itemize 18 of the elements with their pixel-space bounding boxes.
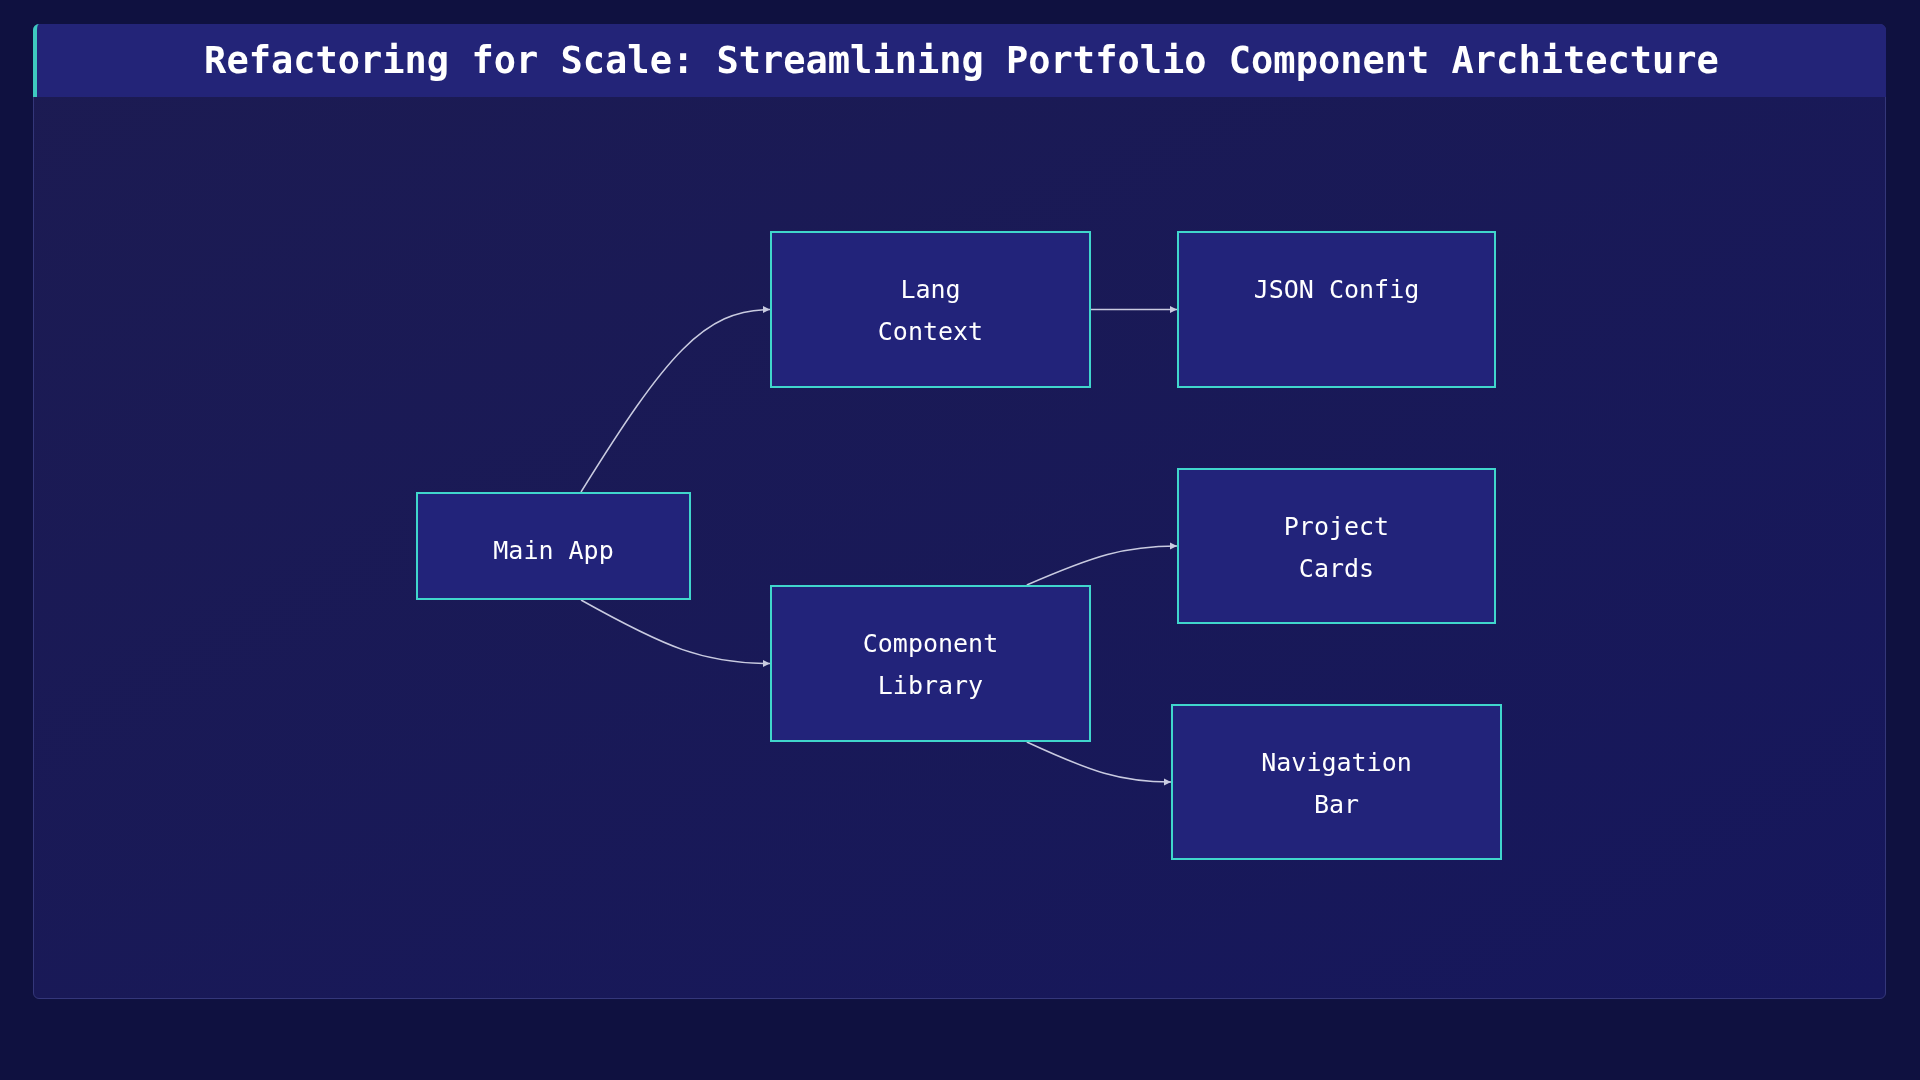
title: Refactoring for Scale: Streamlining Portfolio Component Architecture xyxy=(204,37,1719,84)
component-box xyxy=(1177,231,1496,388)
arrow xyxy=(580,599,771,667)
component-box xyxy=(1177,468,1496,624)
arrow xyxy=(1026,741,1172,786)
box-label: Project Cards xyxy=(1282,511,1391,585)
component-box xyxy=(416,492,691,600)
arrow xyxy=(580,306,771,493)
box-label: Navigation Bar xyxy=(1260,747,1413,821)
box-label: Main App xyxy=(492,535,615,567)
box-label: Lang Context xyxy=(876,274,985,348)
component-box xyxy=(1171,704,1502,860)
component-box xyxy=(770,231,1091,388)
box-label: Component Library xyxy=(861,628,1000,702)
arrow xyxy=(1026,542,1178,586)
component-box xyxy=(770,585,1091,742)
arrow xyxy=(1090,306,1178,313)
box-label: JSON Config xyxy=(1252,274,1421,306)
